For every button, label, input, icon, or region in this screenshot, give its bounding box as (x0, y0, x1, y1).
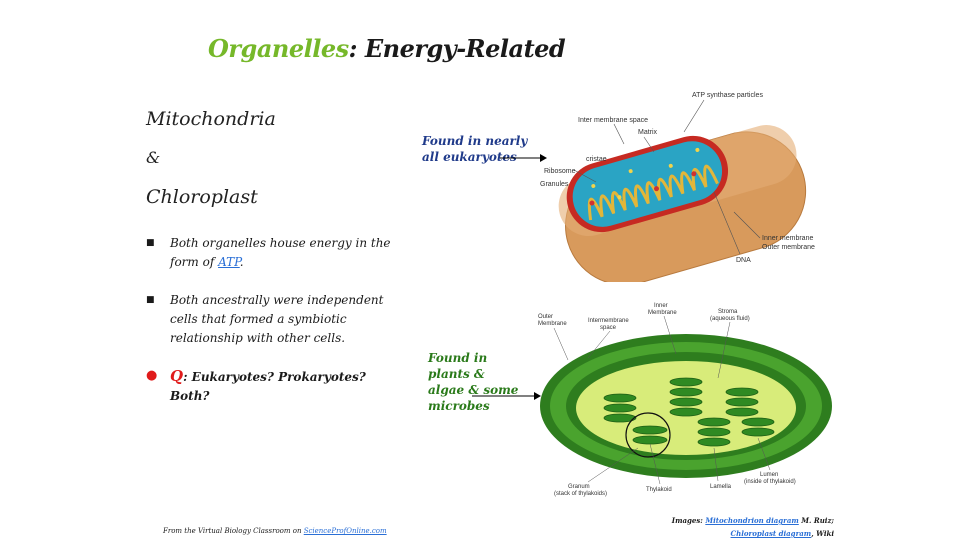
credits-prefix: Images: (671, 516, 706, 525)
label-granum: Granum (568, 484, 590, 490)
chloroplast-diagram: Outer Membrane Intermembrane space Inner… (538, 303, 832, 497)
label-outer: Outer (538, 314, 553, 320)
label-inner: Inner (654, 303, 668, 309)
bullet-symbiosis: ■ Both ancestrally were independent cell… (146, 291, 406, 348)
question-label: Q (170, 367, 184, 385)
mitochondrion-diagram: ATP synthase particles Inter membrane sp… (540, 92, 815, 282)
granum-highlight-circle (625, 412, 671, 458)
label-intermembrane: Intermembrane (588, 318, 629, 324)
label-lumen: Lumen (760, 472, 778, 478)
note-mito-line2: all eukaryotes (422, 150, 517, 164)
title-organelles: Organelles (208, 34, 349, 63)
label-lumen-desc: (inside of thylakoid) (744, 479, 796, 485)
image-credits: Images: Mitochondrion diagram M. Ruiz; C… (672, 514, 834, 540)
label-cristae: cristae (586, 156, 607, 163)
question-text: : Eukaryotes? Prokaryotes? Both? (170, 370, 366, 403)
label-inter-membrane: Inter membrane space (578, 117, 648, 124)
heading-ampersand: & (146, 148, 161, 167)
heading-mitochondria: Mitochondria (146, 108, 276, 130)
bullet-symbiosis-text: Both ancestrally were independent cells … (170, 293, 384, 345)
label-granules: Granules (540, 181, 569, 188)
label-lamella: Lamella (710, 484, 732, 490)
footer-text: From the Virtual Biology Classroom on (163, 527, 304, 535)
label-inner-membrane-c: Membrane (648, 310, 677, 316)
title-energy-related: : Energy-Related (348, 34, 566, 63)
label-matrix: Matrix (638, 129, 658, 136)
label-atp-synthase: ATP synthase particles (692, 92, 763, 99)
footer: From the Virtual Biology Classroom on Sc… (163, 527, 387, 535)
label-thylakoid: Thylakoid (646, 487, 672, 493)
mito-cristae (587, 164, 719, 221)
bullet-atp-end: . (239, 255, 244, 269)
note-chloro-line3: algae & some (428, 383, 519, 397)
label-granum-desc: (stack of thylakoids) (554, 491, 607, 497)
bullet-marker-red: ● (146, 368, 158, 383)
label-outer-membrane: Outer membrane (762, 244, 815, 251)
bullet-marker: ■ (146, 238, 155, 248)
bullet-list: ■ Both organelles house energy in the fo… (146, 234, 406, 425)
note-chloroplast: Found in plants & algae & some microbes (428, 350, 518, 414)
heading-chloroplast: Chloroplast (146, 186, 258, 208)
note-mito-line1: Found in nearly (422, 134, 528, 148)
credits-mito-author: M. Ruiz; (798, 516, 834, 525)
bullet-atp: ■ Both organelles house energy in the fo… (146, 234, 406, 272)
footer-link[interactable]: ScienceProfOnline.com (303, 527, 387, 535)
label-intermembrane-space: space (600, 325, 617, 331)
bullet-marker: ■ (146, 295, 155, 305)
chloro-grana (603, 377, 775, 447)
chloro-diagram-link[interactable]: Chloroplast diagram (730, 529, 812, 538)
label-inner-membrane: Inner membrane (762, 235, 813, 242)
label-ribosome: Ribosome (544, 168, 576, 175)
credits-chloro-author: , Wiki (811, 529, 834, 538)
label-stroma-desc: (aqueous fluid) (710, 316, 750, 322)
label-dna: DNA (736, 257, 751, 264)
label-stroma: Stroma (718, 309, 738, 315)
note-chloro-line1: Found in (428, 351, 488, 365)
label-outer-membrane-c: Membrane (538, 321, 567, 327)
arrow-chloro (472, 392, 541, 400)
note-chloro-line4: microbes (428, 399, 490, 413)
mito-diagram-link[interactable]: Mitochondrion diagram (705, 516, 799, 525)
bullet-question: ● Q: Eukaryotes? Prokaryotes? Both? (146, 367, 406, 406)
note-chloro-line2: plants & (428, 367, 485, 381)
note-mitochondria: Found in nearly all eukaryotes (422, 133, 527, 165)
arrow-mito (500, 154, 547, 162)
slide-title: Organelles: Energy-Related (208, 34, 566, 63)
atp-link[interactable]: ATP (218, 255, 240, 269)
bullet-atp-text: Both organelles house energy in the form… (170, 236, 391, 269)
